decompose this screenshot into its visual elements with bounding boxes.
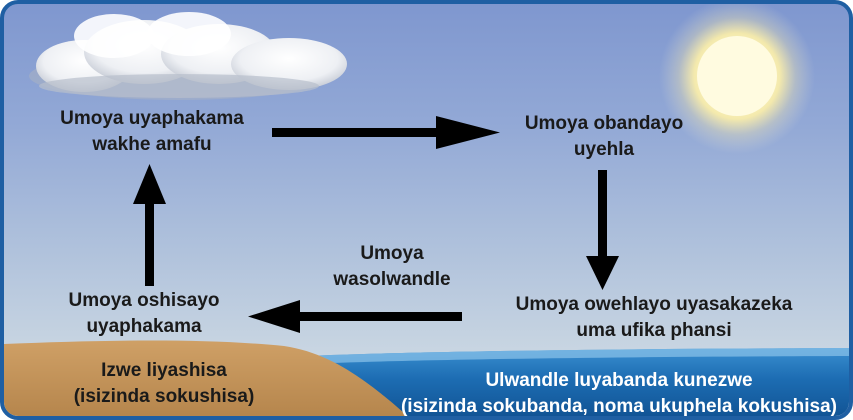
label-sea-breeze: Umoya wasolwandle <box>322 241 462 293</box>
arrow-left-icon <box>248 300 462 333</box>
arrow-down-icon <box>586 170 619 290</box>
label-warm-rising-line2: uyaphakama <box>86 316 202 337</box>
land-shape <box>4 340 408 416</box>
label-rising-cloud: Umoya uyaphakama wakhe amafu <box>32 106 272 158</box>
label-warm-rising-line1: Umoya oshisayo <box>68 290 220 311</box>
scene-graphics <box>4 4 849 416</box>
arrow-up-icon <box>133 164 166 286</box>
label-rising-cloud-line2: wakhe amafu <box>92 134 212 155</box>
label-cool-sinking-line2: uyehla <box>573 139 635 160</box>
label-cool-spreading: Umoya owehlayo uyasakazeka uma ufika pha… <box>484 292 824 344</box>
label-sea-line2: (isizinda sokubanda, noma ukuphela kokus… <box>400 396 838 417</box>
sea-surface-shimmer <box>304 348 849 364</box>
label-warm-rising: Umoya oshisayo uyaphakama <box>24 288 264 340</box>
label-cool-sinking-line1: Umoya obandayo <box>524 113 684 134</box>
label-cool-spreading-line1: Umoya owehlayo uyasakazeka <box>515 294 793 315</box>
cloud-icon <box>29 12 347 100</box>
arrow-right-icon <box>272 116 500 149</box>
label-sea-breeze-line2: wasolwandle <box>333 269 451 290</box>
label-cool-spreading-line2: uma ufika phansi <box>576 320 732 341</box>
label-sea-line1: Ulwandle luyabanda kunezwe <box>485 370 753 391</box>
label-sea-breeze-line1: Umoya <box>360 243 424 264</box>
sun-icon <box>659 4 815 154</box>
label-rising-cloud-line1: Umoya uyaphakama <box>60 108 244 129</box>
sea-shape <box>304 348 849 416</box>
label-land: Izwe liyashisa (isizinda sokushisa) <box>34 358 294 410</box>
label-sea: Ulwandle luyabanda kunezwe (isizinda sok… <box>389 368 849 417</box>
label-land-line1: Izwe liyashisa <box>101 360 227 381</box>
label-cool-sinking: Umoya obandayo uyehla <box>499 111 709 163</box>
label-land-line2: (isizinda sokushisa) <box>73 386 255 407</box>
